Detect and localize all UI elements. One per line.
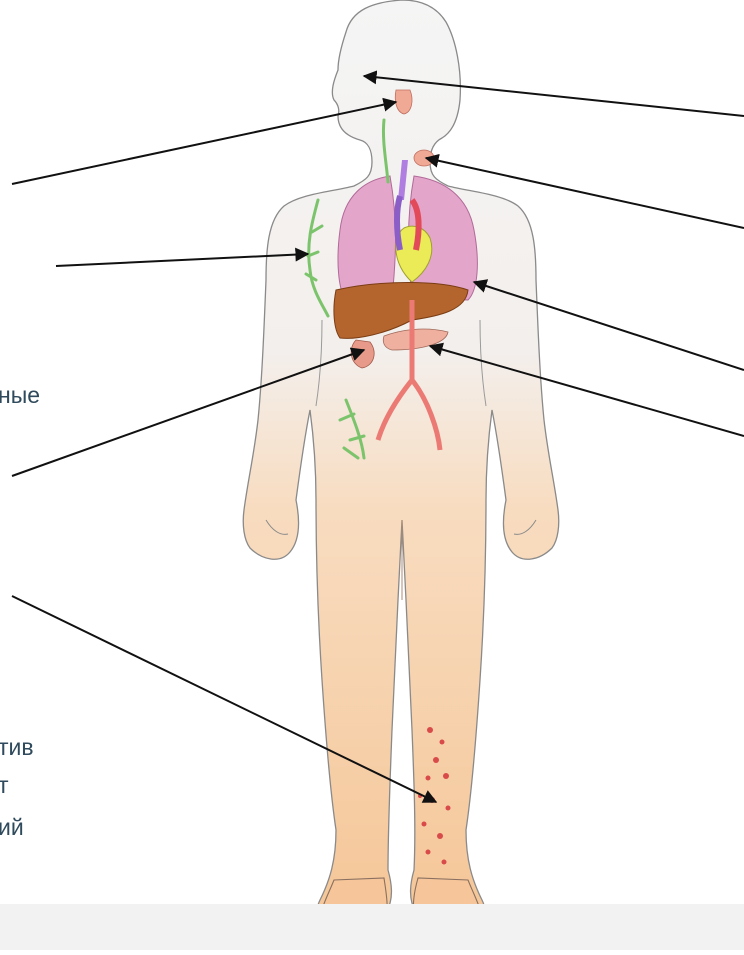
pointer-thyroid xyxy=(12,102,396,184)
body-silhouette xyxy=(243,0,559,926)
label-fragment: ные xyxy=(0,384,40,407)
parathyroid xyxy=(414,150,434,166)
footer-bar xyxy=(0,904,744,950)
label-fragment: ий xyxy=(0,816,24,839)
label-fragment: т xyxy=(0,774,9,797)
vena-cava xyxy=(397,196,400,250)
label-fragment: тив xyxy=(0,736,34,759)
